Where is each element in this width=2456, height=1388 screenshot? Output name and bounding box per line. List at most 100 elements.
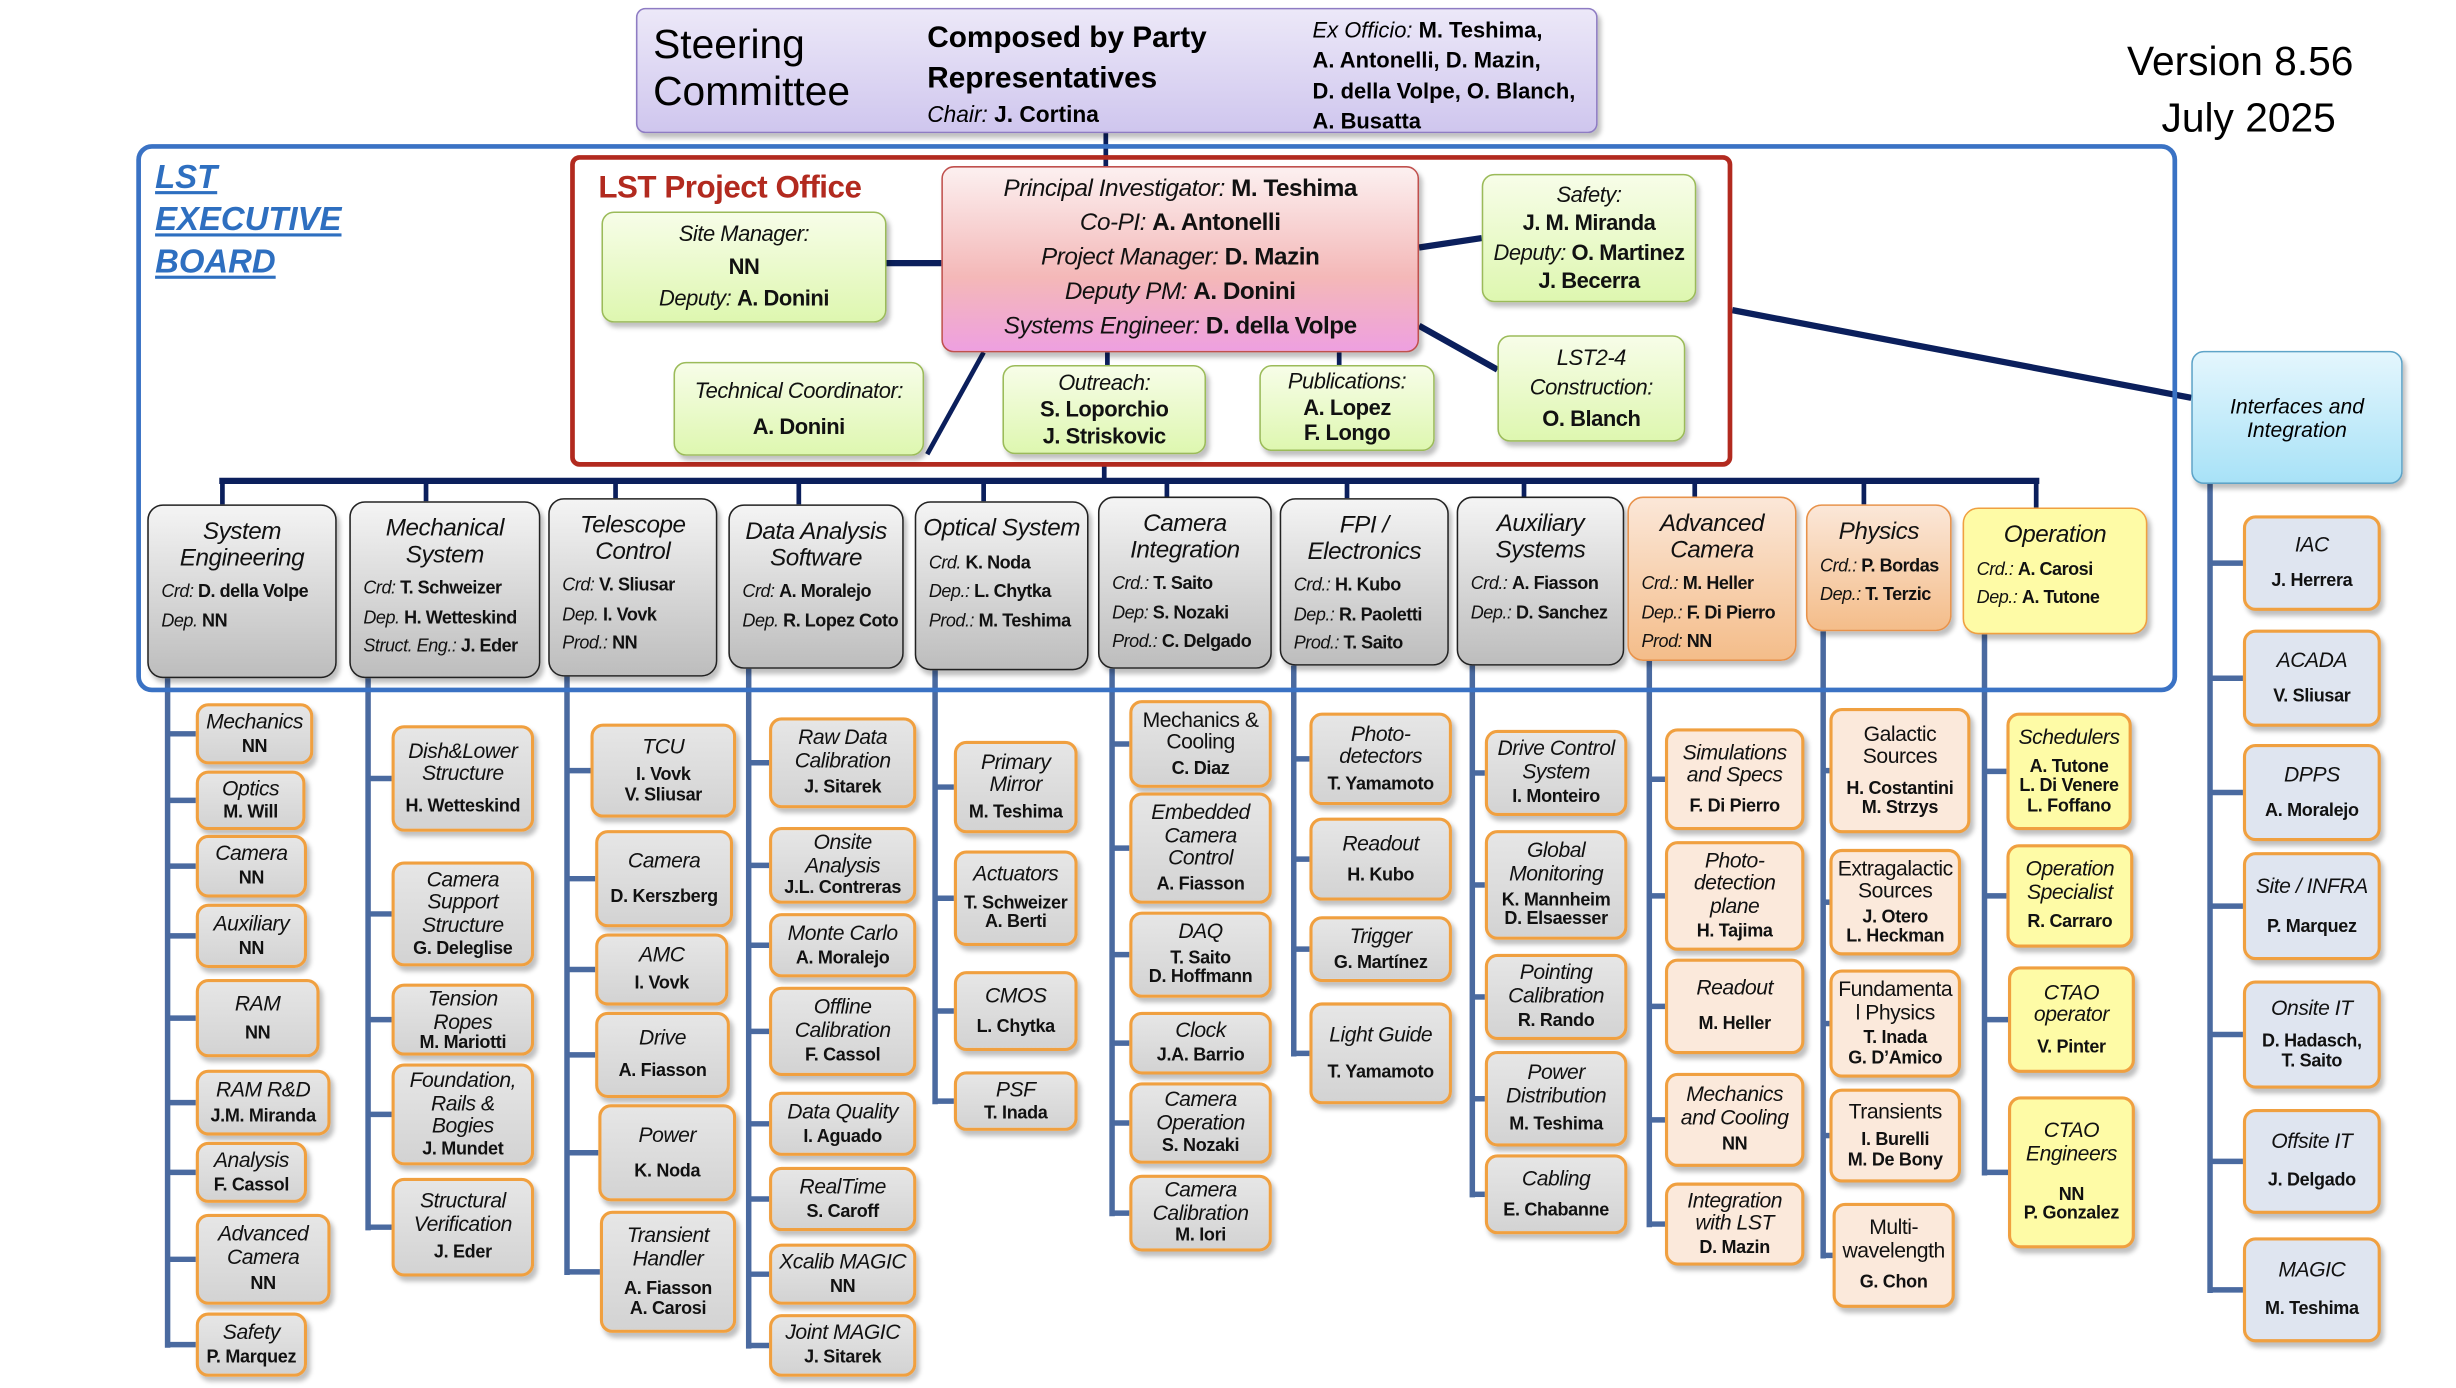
steering-committee-box: Steering Committee Composed by Party Rep… xyxy=(635,7,1598,134)
ex-officio: Ex Officio: M. Teshima, A. Antonelli, D.… xyxy=(1313,16,1576,137)
task-title: RealTime xyxy=(799,1174,886,1198)
task-leads: S. Nozaki xyxy=(1161,1137,1240,1157)
publications-line: Publications: xyxy=(1288,369,1407,394)
task-leads: G. Chon xyxy=(1859,1273,1928,1293)
person-name: O. Martinez xyxy=(1571,239,1685,265)
executive-board-title[interactable]: LST EXECUTIVE BOARD xyxy=(155,159,342,280)
person-name: P. Bordas xyxy=(1861,557,1939,576)
task-title: Joint MAGIC xyxy=(785,1320,901,1345)
task-leads: A. Tutone L. Di Venere L. Foffano xyxy=(2019,758,2119,816)
outreach-line: S. Loporchio xyxy=(1040,397,1169,422)
role-label: Deputy: xyxy=(659,285,737,311)
role-label: Deputy PM: xyxy=(1064,278,1194,306)
version-date: July 2025 xyxy=(2161,93,2336,141)
task-title: Xcalib MAGIC xyxy=(779,1249,907,1274)
task-title: Raw Data Calibration xyxy=(794,725,891,773)
role-label: Prod.: xyxy=(562,634,613,654)
person-name: A. Tutone xyxy=(2021,589,2100,608)
task-title: DPPS xyxy=(2284,762,2340,786)
